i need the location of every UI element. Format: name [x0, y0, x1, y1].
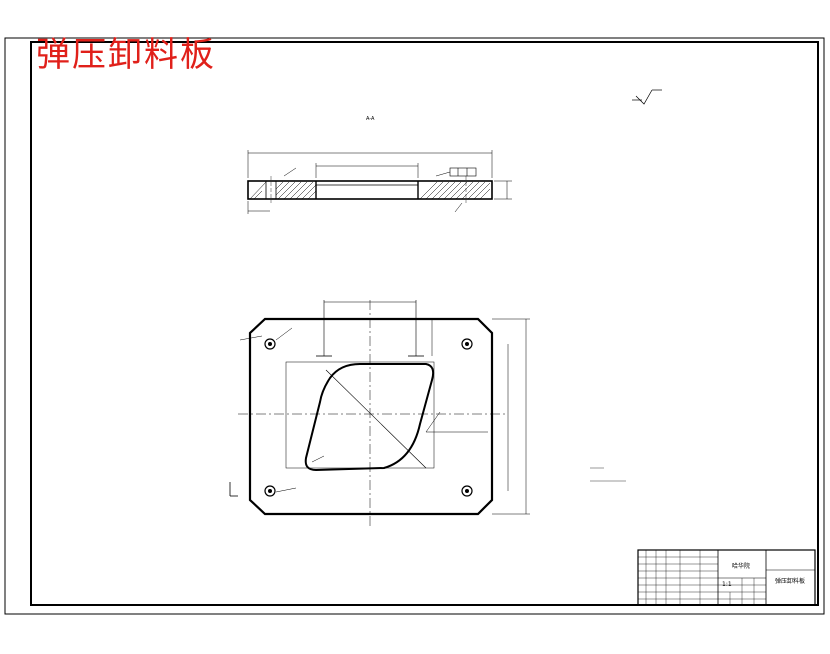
- title-block-school: 哈华院: [732, 563, 751, 570]
- roughness-note: [632, 89, 662, 105]
- section-label: A-A: [366, 116, 375, 122]
- inner-frame: [30, 41, 819, 606]
- outer-border: [4, 37, 825, 615]
- title-block-scale: 1:1: [722, 581, 732, 588]
- plan-view: [229, 300, 530, 528]
- tech-notes: [590, 467, 626, 482]
- title-block-drawing-name: 弹压卸料板: [775, 578, 806, 585]
- section-view: [247, 150, 512, 214]
- title-block: [637, 549, 816, 606]
- drawing-title: 弹压卸料板: [36, 35, 216, 75]
